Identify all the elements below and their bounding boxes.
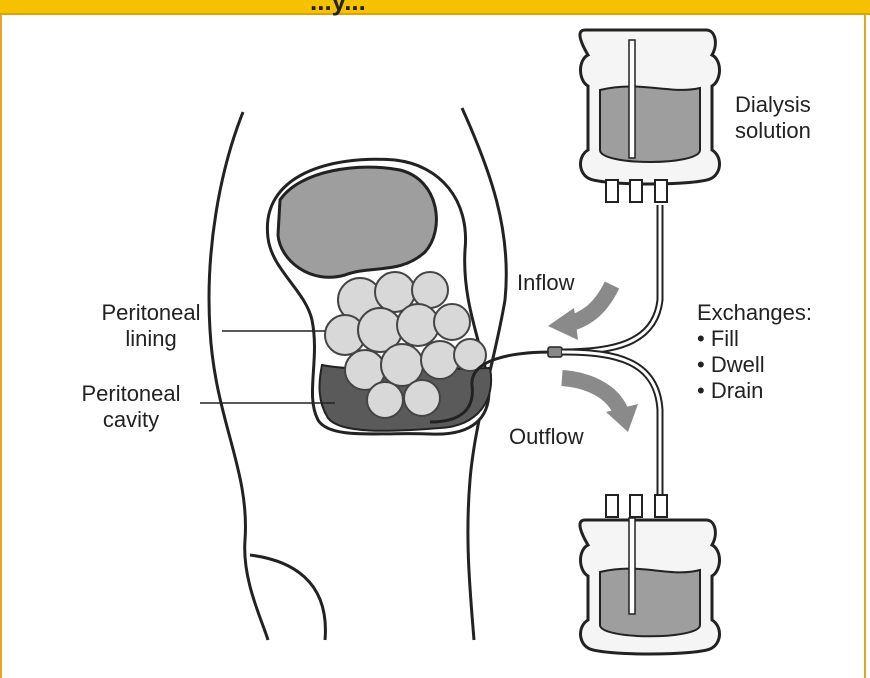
body-outline-left (209, 112, 268, 640)
exchanges-list: Fill Dwell Drain (697, 326, 765, 404)
exchanges-heading: Exchanges: (697, 300, 812, 326)
outflow-arrow (562, 378, 620, 410)
catheter-connector (548, 347, 562, 357)
outflow-label: Outflow (509, 424, 584, 450)
inflow-label: Inflow (517, 270, 574, 296)
exchange-item-fill: Fill (697, 326, 765, 352)
upper-organ (278, 167, 436, 277)
exchange-item-drain: Drain (697, 378, 765, 404)
peritoneal-lining-label: Peritoneal lining (82, 300, 220, 352)
exchange-item-dwell: Dwell (697, 352, 765, 378)
drain-bag (580, 495, 720, 654)
dialysis-solution-label: Dialysis solution (735, 92, 811, 144)
peritoneal-cavity-label: Peritoneal cavity (62, 381, 200, 433)
inflow-arrowhead (548, 308, 578, 340)
body-back-line (250, 555, 325, 640)
dialysis-solution-bag (580, 30, 720, 202)
